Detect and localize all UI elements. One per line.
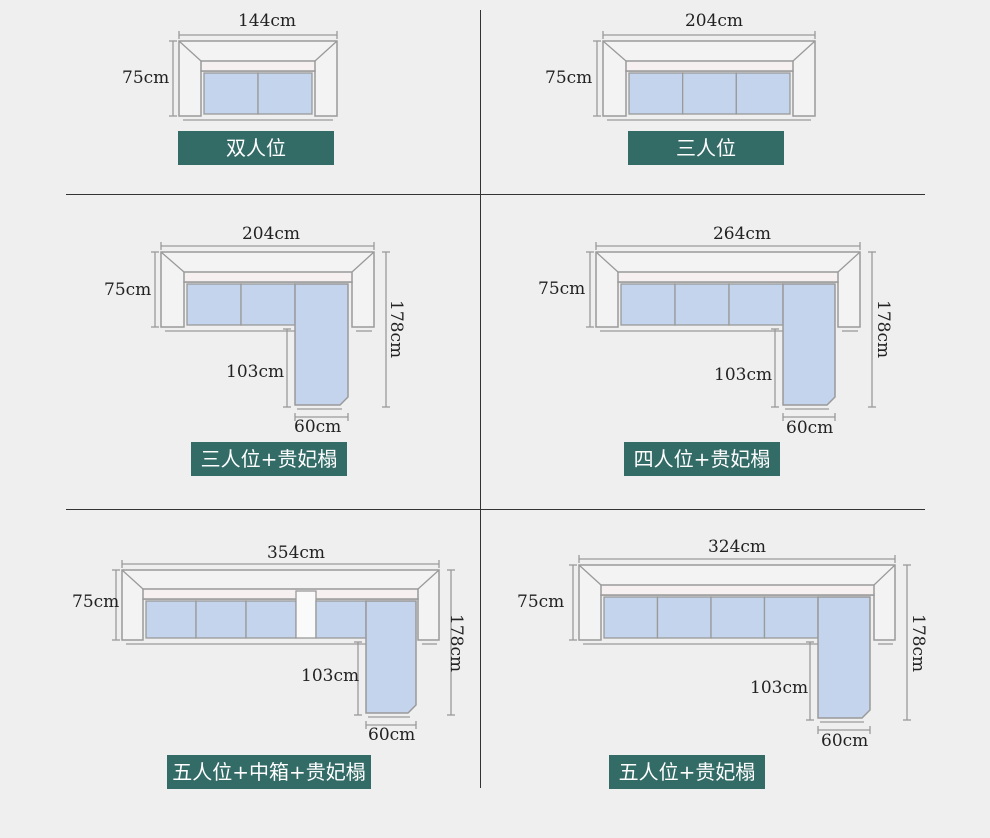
sofa2-frame-edge xyxy=(602,40,627,62)
sofa2-cushion xyxy=(735,72,791,115)
sofa3-chaise xyxy=(294,283,349,406)
sofa5-cushion xyxy=(245,600,297,639)
sofa5-length-label: 178cm xyxy=(446,614,466,673)
sofa5-cushion xyxy=(145,600,197,639)
sofa3-frame-edge xyxy=(351,251,375,273)
sofa1-depth-label: 75cm xyxy=(122,68,170,88)
sofa4-cushion xyxy=(728,283,784,326)
sofa4-name-badge: 四人位+贵妃榻 xyxy=(624,442,780,476)
sofa6-backrest xyxy=(600,584,875,596)
sofa3-backrest xyxy=(183,271,353,283)
sofa3-width-label: 204cm xyxy=(241,224,301,244)
sofa5-cushion xyxy=(195,600,247,639)
sofa6-frame-edge xyxy=(578,564,602,586)
sofa4-width-label: 264cm xyxy=(712,224,772,244)
sofa1-width-label: 144cm xyxy=(237,11,297,31)
sofa6-cushion xyxy=(656,596,712,639)
sofa6-chaise-width-label: 60cm xyxy=(821,731,869,751)
sofa3-depth-label: 75cm xyxy=(104,280,152,300)
sofa6-frame-edge xyxy=(873,564,896,586)
sofa6-cushion xyxy=(763,596,819,639)
sofa3-cushion xyxy=(186,283,242,326)
sofa4-depth-label: 75cm xyxy=(538,279,586,299)
sofa5-frame-edge xyxy=(417,569,440,590)
sofa6-cushion xyxy=(603,596,659,639)
sofa5-middle-box xyxy=(295,590,317,639)
sofa5-chaise-width-label: 60cm xyxy=(368,725,416,745)
sofa5-backrest xyxy=(142,588,419,600)
sofa6-name-badge: 五人位+贵妃榻 xyxy=(609,755,765,789)
sofa6-chaise xyxy=(817,596,871,719)
sofa2-frame-edge xyxy=(792,40,816,62)
sofa5-width-label: 354cm xyxy=(266,543,326,563)
grid-divider-vertical xyxy=(480,10,481,788)
sofa1-cushion xyxy=(257,72,313,115)
sofa3-length-label: 178cm xyxy=(386,300,406,359)
sofa4-cushion xyxy=(620,283,676,326)
sofa4-chaise xyxy=(782,283,836,406)
sofa2-name-badge: 三人位 xyxy=(628,131,784,165)
sofa1-backrest xyxy=(200,60,316,72)
sofa1-cushion xyxy=(203,72,259,115)
sofa6-cushion xyxy=(710,596,766,639)
sofa5-frame-edge xyxy=(121,569,144,590)
sofa1-frame-edge xyxy=(314,40,338,62)
sofa4-frame-edge xyxy=(595,251,619,273)
sofa2-depth-label: 75cm xyxy=(545,68,593,88)
sofa3-cushion xyxy=(240,283,296,326)
sofa4-length-label: 178cm xyxy=(873,300,893,359)
sofa4-chaise-width-label: 60cm xyxy=(786,418,834,438)
sofa4-chaise-depth-label: 103cm xyxy=(714,365,773,385)
sofa5-chaise xyxy=(365,600,417,714)
sofa6-length-label: 178cm xyxy=(908,614,928,673)
sofa2-width-label: 204cm xyxy=(684,11,744,31)
sofa5-depth-label: 75cm xyxy=(72,592,120,612)
sofa4-cushion xyxy=(674,283,730,326)
sofa1-frame-edge xyxy=(178,40,202,62)
sofa5-cushion xyxy=(315,600,367,639)
sofa5-name-badge: 五人位+中箱+贵妃榻 xyxy=(167,755,371,789)
grid-divider-row1 xyxy=(66,194,925,195)
sofa4-backrest xyxy=(617,271,839,283)
sofa1-name-badge: 双人位 xyxy=(178,131,334,165)
sofa6-chaise-depth-label: 103cm xyxy=(750,678,809,698)
sofa3-chaise-width-label: 60cm xyxy=(294,417,342,437)
sofa2-backrest xyxy=(625,60,794,72)
sofa3-frame-edge xyxy=(160,251,185,273)
sofa2-cushion xyxy=(682,72,737,115)
sofa3-chaise-depth-label: 103cm xyxy=(226,362,285,382)
sofa6-depth-label: 75cm xyxy=(517,592,565,612)
sofa5-chaise-depth-label: 103cm xyxy=(301,666,360,686)
grid-divider-row2 xyxy=(66,509,925,510)
sofa3-name-badge: 三人位+贵妃榻 xyxy=(191,442,347,476)
sofa6-width-label: 324cm xyxy=(707,537,767,557)
sofa4-frame-edge xyxy=(837,251,861,273)
sofa2-cushion xyxy=(628,72,684,115)
